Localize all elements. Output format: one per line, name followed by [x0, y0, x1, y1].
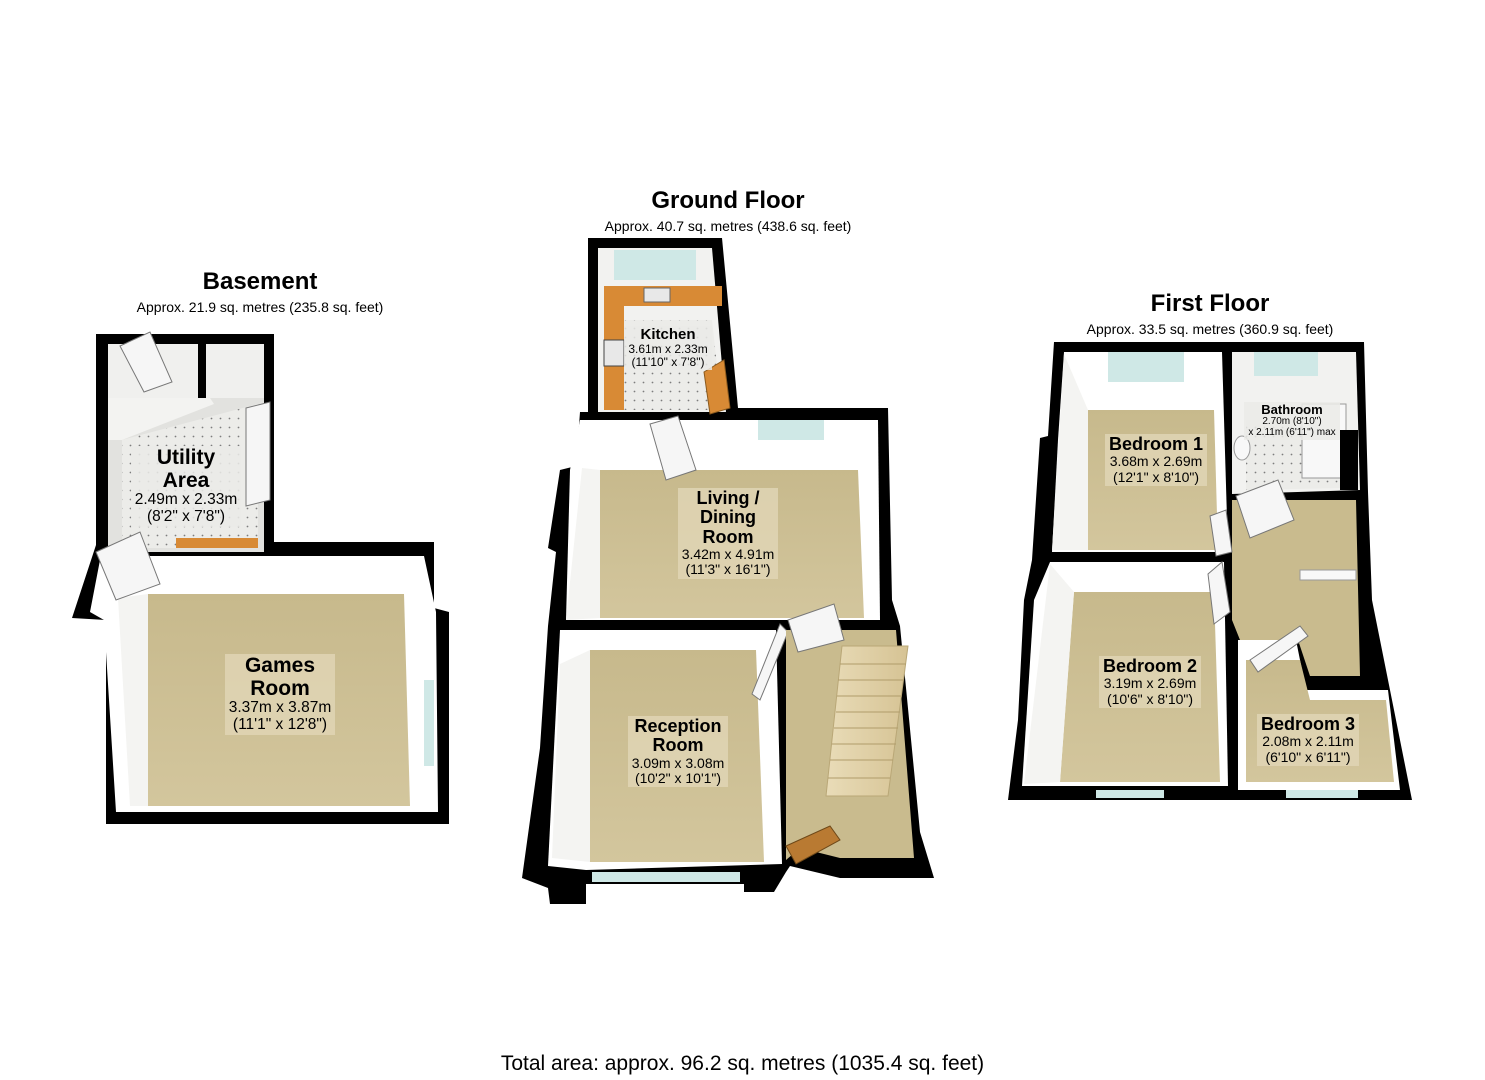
- living-room-window: [758, 420, 824, 440]
- total-area: Total area: approx. 96.2 sq. metres (103…: [500, 1052, 985, 1075]
- bedroom-2-door-icon: [1207, 561, 1231, 625]
- basement-plan: [72, 331, 449, 824]
- bedroom-2-carpet: [1060, 592, 1220, 782]
- kitchen-window: [614, 250, 696, 280]
- bedroom-3-window: [1286, 790, 1358, 798]
- bedroom-1-carpet: [1088, 410, 1218, 550]
- bathroom-window: [1254, 352, 1318, 376]
- landing-floor: [1232, 500, 1360, 676]
- kitchen-hob-icon: [603, 339, 625, 367]
- first-floor-title: First Floor: [1150, 290, 1270, 317]
- basement-door-right-icon: [245, 401, 271, 507]
- landing-radiator-icon: [1299, 569, 1357, 581]
- bedroom-1-window: [1108, 352, 1184, 382]
- utility-wall-face: [108, 398, 214, 440]
- games-room-carpet: [148, 594, 410, 806]
- bedroom-2-wall-left: [1024, 564, 1074, 784]
- living-room-carpet: [600, 470, 864, 618]
- bedroom-1-door-icon: [1209, 509, 1233, 557]
- bedroom-1-wall-left: [1052, 354, 1088, 550]
- reception-room-carpet: [590, 650, 764, 862]
- living-room-door-icon: [649, 415, 697, 481]
- kitchen-door-icon: [703, 359, 731, 415]
- basement-door-top-icon: [119, 331, 173, 393]
- toilet-icon: [1233, 435, 1251, 461]
- stair-treads: [828, 663, 906, 779]
- hallway-door-icon: [787, 603, 845, 653]
- reception-room-window: [592, 872, 740, 882]
- kitchen-tiles: [618, 320, 722, 410]
- front-door-icon: [785, 825, 841, 865]
- living-room-wall-left: [566, 468, 600, 620]
- landing-door-bathroom-icon: [1235, 479, 1295, 539]
- games-room-wall-left: [118, 594, 148, 806]
- ground-floor-area: Approx. 40.7 sq. metres (438.6 sq. feet): [604, 218, 852, 234]
- first-floor-area: Approx. 33.5 sq. metres (360.9 sq. feet): [1086, 321, 1334, 337]
- ground-floor-title: Ground Floor: [651, 187, 805, 214]
- utility-worktop: [176, 538, 258, 548]
- reception-room-wall-left: [552, 650, 590, 862]
- storage-divider-wall: [198, 344, 206, 398]
- first-floor-plan: [1008, 342, 1412, 800]
- games-room-window: [424, 680, 434, 766]
- bedroom-3-door-icon: [1249, 625, 1309, 673]
- bath-icon: [1301, 403, 1347, 479]
- basement-door-left-icon: [95, 531, 161, 601]
- kitchen-worktop: [604, 286, 722, 410]
- basement-area: Approx. 21.9 sq. metres (235.8 sq. feet): [136, 299, 384, 315]
- bathroom-cupboard-wall: [1340, 430, 1358, 490]
- ground-floor-plan: [522, 238, 934, 904]
- bedroom-2-window: [1096, 790, 1164, 798]
- kitchen-sink-icon: [643, 287, 671, 303]
- basement-title: Basement: [202, 268, 318, 295]
- staircase: [825, 645, 909, 797]
